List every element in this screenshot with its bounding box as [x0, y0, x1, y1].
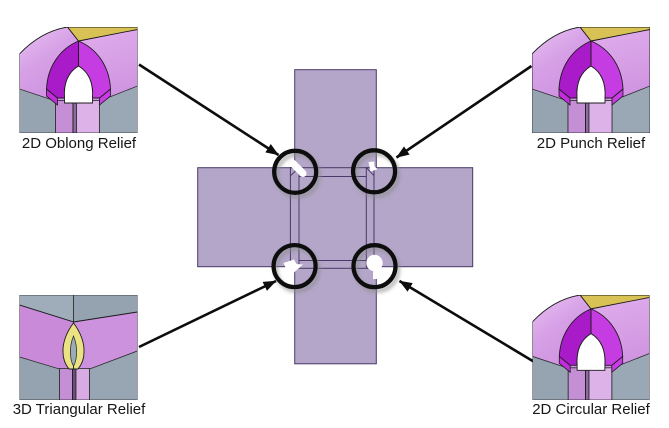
circular-cutout [366, 254, 383, 272]
oblong-relief-image [19, 27, 138, 133]
corner-highlight-bl [271, 242, 318, 290]
arrow-punch [395, 64, 533, 159]
triangular-relief-image [19, 295, 138, 400]
punch-relief-image [532, 27, 650, 133]
circular-cutout-tail [373, 268, 382, 279]
flat-pattern-base-outline [289, 167, 375, 269]
circular-relief-label: 2D Circular Relief [532, 401, 650, 418]
corner-chamfer-tr [365, 167, 375, 177]
triangular-relief-label: 3D Triangular Relief [12, 401, 146, 418]
flat-pattern-right-flap [365, 167, 474, 268]
oblong-relief-label: 2D Oblong Relief [21, 135, 137, 152]
triangular-cutout [283, 259, 303, 277]
oblong-cutout [288, 159, 307, 178]
arrow-circular [398, 279, 535, 363]
flat-pattern-base-square [289, 167, 375, 269]
corner-highlight-tr [350, 148, 398, 195]
flat-pattern-bottom-flap [294, 260, 377, 365]
punch-cutout [368, 161, 378, 172]
circular-relief-image [532, 295, 650, 400]
arrow-triangular [138, 279, 277, 349]
punch-relief-label: 2D Punch Relief [536, 135, 646, 152]
corner-highlight-br [351, 243, 398, 290]
flat-pattern-top-flap [294, 69, 377, 177]
corner-highlight-tl [272, 148, 319, 195]
flat-pattern-left-flap [197, 167, 300, 268]
arrow-oblong [138, 63, 280, 157]
